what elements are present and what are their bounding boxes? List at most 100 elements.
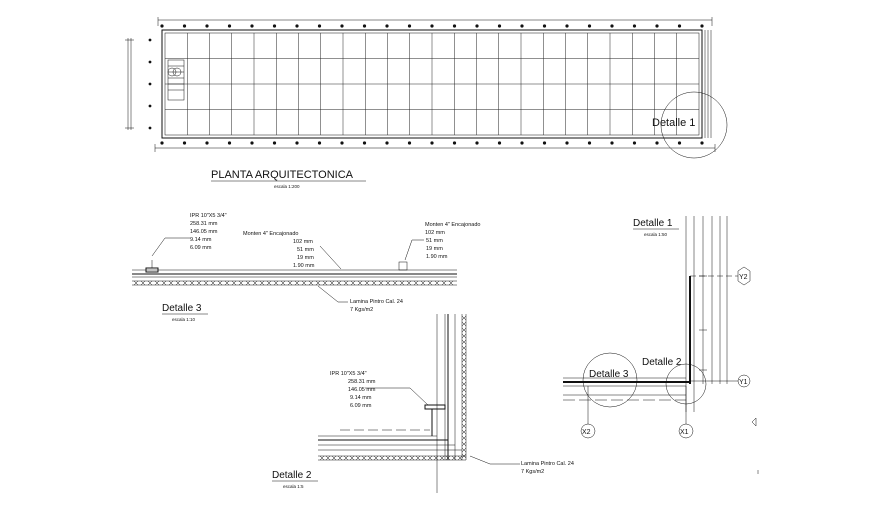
hatch-stroke [140, 280, 146, 286]
hatch-stroke [287, 280, 293, 286]
hatch-stroke [461, 381, 467, 387]
plan-column-marker-top [520, 24, 524, 28]
detail2-ipr-line-4: 6.09 mm [350, 403, 372, 409]
hatch-stroke [343, 280, 349, 286]
plan-column-markers [148, 24, 704, 145]
svg-text:X1: X1 [680, 429, 689, 436]
plan-column-marker-bottom [362, 141, 367, 145]
detail1-callout-detail3: Detalle 3 [589, 369, 629, 380]
hatch-stroke [461, 435, 467, 441]
hatch-stroke [406, 280, 412, 286]
plan-column-marker-top [250, 24, 254, 28]
plan-top-dimension [157, 17, 713, 26]
detail3-hatch [133, 280, 454, 286]
axis-bubble-y2: Y2 [737, 266, 751, 286]
detail2-title: Detalle 2 [272, 470, 312, 481]
hatch-stroke [441, 280, 447, 286]
axis-bubble-x2: X2 [580, 423, 596, 439]
detail1-callout-circle-d3 [582, 352, 638, 408]
plan-outer-wall [161, 29, 703, 139]
detail3-ipr-line-0: IPR 10"X5 3/4" [190, 213, 227, 219]
hatch-stroke [451, 455, 457, 461]
hatch-stroke [461, 405, 467, 411]
plan-column-marker-top [542, 24, 547, 28]
plan-column-marker-top [700, 24, 704, 28]
hatch-stroke [399, 280, 405, 286]
hatch-stroke [421, 455, 427, 461]
axis-bubble-x1: X1 [678, 423, 694, 439]
plan-column-marker-bottom [452, 141, 457, 145]
hatch-stroke [371, 280, 377, 286]
detail3-monten-right-line-2: 51 mm [426, 238, 443, 244]
hatch-stroke [245, 280, 251, 286]
hatch-stroke [461, 393, 467, 399]
hatch-stroke [315, 280, 321, 286]
hatch-stroke [461, 351, 467, 357]
hatch-stroke [461, 447, 467, 453]
plan-title: PLANTA ARQUITECTONICA [211, 169, 354, 181]
hatch-stroke [397, 455, 403, 461]
detail3-monten-right [398, 261, 408, 271]
detail2-lamina-line-0: Lamina Pintro Cal. 24 [521, 461, 574, 467]
hatch-stroke [294, 280, 300, 286]
hatch-stroke [378, 280, 384, 286]
detail1-title: Detalle 1 [633, 218, 673, 229]
hatch-stroke [331, 455, 337, 461]
hatch-stroke [210, 280, 216, 286]
hatch-stroke [196, 280, 202, 286]
hatch-stroke [461, 417, 467, 423]
plan-column-marker-top [632, 24, 637, 28]
hatch-stroke [461, 321, 467, 327]
plan-column-marker-top [407, 24, 412, 28]
plan-column-marker-top [317, 24, 322, 28]
hatch-stroke [361, 455, 367, 461]
detail3-monten-left-line-3: 19 mm [297, 255, 314, 261]
plan-column-marker-top [475, 24, 479, 28]
hatch-stroke [301, 280, 307, 286]
plan-column-marker-bottom [497, 141, 502, 145]
plan-scale: escala 1:200 [274, 184, 300, 189]
hatch-stroke [357, 280, 363, 286]
plan-row-marker-left [148, 60, 152, 64]
detail3-ipr-beam [145, 260, 159, 273]
detail2-hatch [319, 315, 467, 461]
detail3-scale: escala 1:10 [172, 317, 196, 322]
plan-column-marker-bottom [655, 141, 659, 145]
detail3-ipr-line-3: 9.14 mm [190, 237, 212, 243]
plan-column-marker-bottom [272, 141, 277, 145]
plan-column-marker-top [182, 24, 187, 28]
hatch-stroke [147, 280, 153, 286]
plan-column-marker-bottom [340, 141, 344, 145]
plan-right-wall [704, 30, 712, 138]
plan-column-marker-bottom [250, 141, 254, 145]
hatch-stroke [203, 280, 209, 286]
plan-column-marker-top [610, 24, 614, 28]
hatch-stroke [385, 455, 391, 461]
detail1-callout-detail2: Detalle 2 [642, 357, 682, 368]
plan-column-marker-top [160, 24, 164, 28]
hatch-stroke [461, 369, 467, 375]
hatch-stroke [420, 280, 426, 286]
plan-column-marker-bottom [520, 141, 524, 145]
plan-column-marker-bottom [407, 141, 412, 145]
hatch-stroke [461, 441, 467, 447]
plan-left-dimension [125, 38, 134, 130]
hatch-stroke [434, 280, 440, 286]
plan-row-marker-left [148, 82, 152, 86]
plan-detail1-callout-circle [660, 91, 728, 159]
hatch-stroke [413, 280, 419, 286]
plan-column-marker-top [452, 24, 457, 28]
hatch-stroke [161, 280, 167, 286]
hatch-stroke [415, 455, 421, 461]
hatch-stroke [319, 455, 325, 461]
hatch-stroke [461, 315, 467, 321]
hatch-stroke [364, 280, 370, 286]
plan-column-marker-top [272, 24, 277, 28]
detail3-lamina-line-1: 7 Kgs/m2 [350, 307, 373, 313]
hatch-stroke [259, 280, 265, 286]
hatch-stroke [154, 280, 160, 286]
hatch-stroke [461, 327, 467, 333]
hatch-stroke [182, 280, 188, 286]
plan-row-marker-left [148, 104, 152, 108]
